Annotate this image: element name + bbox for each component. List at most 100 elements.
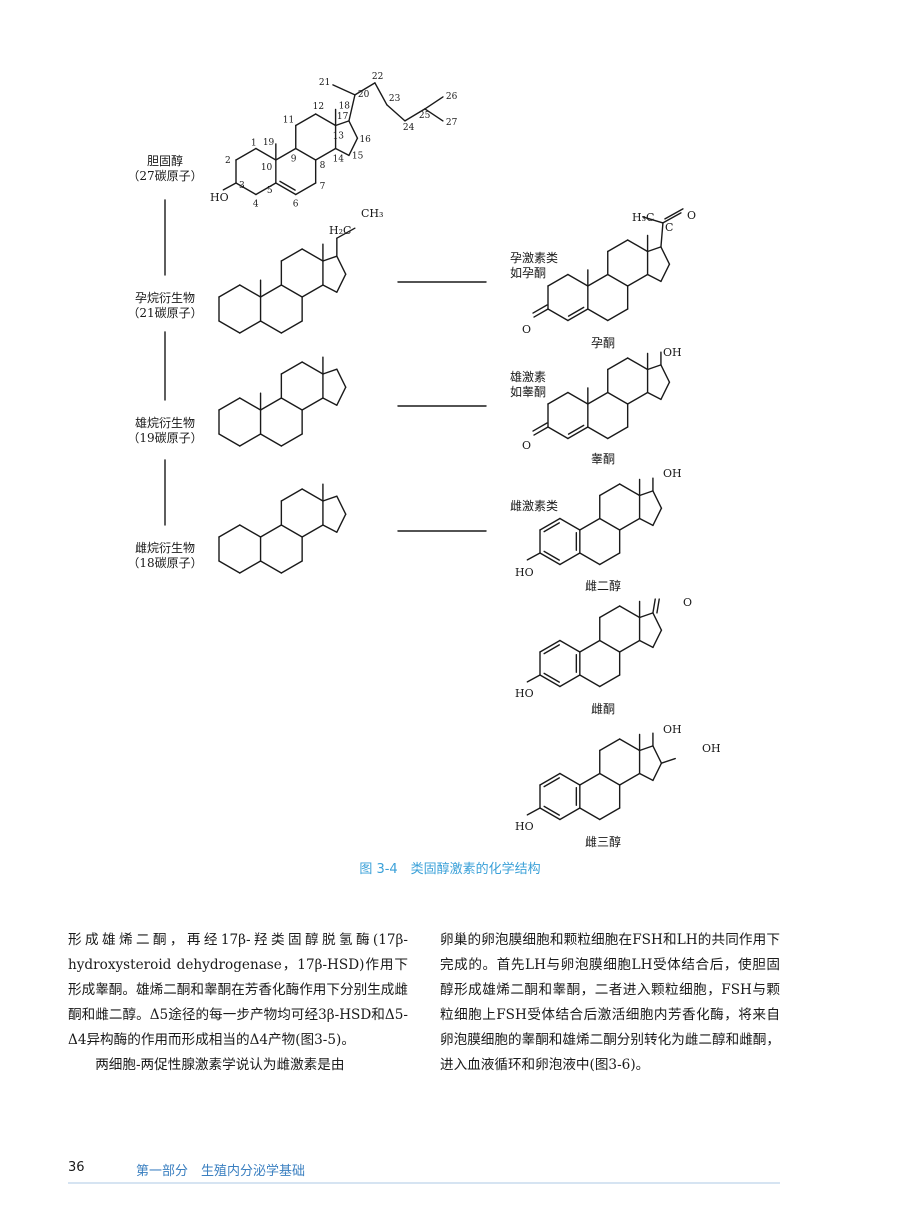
estradiol-oh: OH [663, 467, 682, 480]
section-title: 第一部分 生殖内分泌学基础 [136, 1164, 306, 1179]
paragraph: 卵巢的卵泡膜细胞和颗粒细胞在FSH和LH的共同作用下完成的。首先LH与卵泡膜细胞… [440, 932, 780, 1073]
carbon-number: 10 [261, 163, 273, 173]
ring-bond [618, 605, 641, 619]
ring-bond [539, 552, 561, 566]
ring-bond [579, 674, 601, 688]
cholesterol-carbons: （27碳原子） [127, 169, 202, 183]
ring-bond [646, 246, 662, 253]
testosterone-o: O [522, 439, 531, 452]
aromatic-bond [543, 672, 560, 683]
estrane-label: 雌烷衍生物 [135, 540, 195, 555]
ring-bond [334, 120, 350, 127]
progesterone-name: 孕酮 [591, 336, 615, 350]
ring-bond [280, 320, 303, 334]
ring-bond [618, 738, 641, 752]
side-chain-bond [332, 84, 356, 96]
ring-bond [301, 524, 324, 538]
ring-bond [607, 357, 629, 371]
ring-bond [607, 273, 629, 287]
testosterone-name: 睾酮 [591, 451, 615, 466]
ring-bond [280, 433, 303, 447]
hydroxyl-bond [660, 757, 676, 764]
ring-bond [239, 524, 262, 538]
carbon-number: 8 [320, 161, 326, 171]
estriol-ho: HO [515, 820, 534, 833]
ring-bond [280, 488, 303, 502]
side-chain-bond [424, 108, 444, 122]
carbon-number: 27 [446, 118, 458, 128]
ring-bond [638, 612, 654, 619]
ring-bond [239, 320, 262, 334]
carbon-number: 21 [319, 78, 330, 88]
ring-bond [559, 674, 581, 688]
estrone-name: 雌酮 [591, 701, 615, 716]
ring-bond [336, 273, 347, 293]
ring-bond [239, 397, 262, 411]
ring-bond [626, 391, 649, 405]
side-chain-bond [642, 216, 664, 224]
ring-bond [587, 391, 609, 405]
ring-bond [660, 364, 671, 383]
ring-bond [539, 807, 561, 821]
ring-bond [579, 639, 601, 653]
ring-bond [599, 605, 621, 619]
ring-bond [652, 612, 663, 631]
ring-bond [280, 248, 303, 262]
ring-bond [295, 113, 317, 127]
ring-bond [587, 308, 609, 322]
ring-bond [280, 284, 303, 298]
ring-bond [599, 639, 621, 653]
ring-bond [652, 507, 663, 527]
carbon-number: 20 [358, 90, 370, 100]
ring-bond [301, 397, 324, 411]
ring-bond [259, 433, 283, 447]
ring-bond [567, 426, 589, 440]
ring-bond [280, 361, 303, 375]
ring-bond [579, 772, 601, 786]
ring-bond [607, 239, 629, 253]
hydroxyl-bond [526, 807, 541, 816]
carbon-number: 26 [446, 92, 458, 102]
side-chain-bond [424, 96, 444, 110]
carbon-number: 25 [419, 111, 431, 121]
ring-bond [348, 137, 359, 157]
ring-bond [322, 524, 338, 533]
page-footer: 36 第一部分 生殖内分泌学基础 [68, 1160, 780, 1184]
carbonyl-bond [662, 212, 682, 224]
c5-c6-double-bond [279, 180, 296, 191]
ring-bond [618, 517, 641, 531]
estradiol-ho: HO [515, 566, 534, 579]
carbonyl-bond [656, 598, 660, 614]
progestin-class-label: 孕激素类 [510, 251, 558, 265]
cholesterol-name: 胆固醇 [147, 153, 183, 168]
ring-bond [255, 147, 277, 161]
carbon-number: 17 [337, 112, 349, 122]
ring-bond [336, 513, 347, 533]
ring-bond [559, 552, 581, 566]
progesterone-o-side: O [687, 209, 696, 222]
carbon-number: 7 [320, 182, 326, 192]
aromatic-bond [543, 550, 560, 561]
carbon-number: 12 [313, 102, 324, 112]
ring-bond [336, 368, 347, 388]
ring-bond [218, 524, 241, 538]
ring-bond [660, 246, 671, 265]
ring-bond [559, 517, 581, 531]
estriol-oh-17: OH [663, 723, 682, 736]
ring-bond [275, 147, 297, 161]
carbonyl-bond [533, 308, 549, 318]
androgen-class-label: 雄激素 [510, 369, 546, 384]
c4-c5-double-bond [567, 424, 585, 435]
ring-bond [638, 639, 654, 649]
ring-bond [579, 552, 601, 566]
ring-bond [539, 639, 561, 653]
ring-bond [314, 113, 337, 127]
progesterone-c: C [665, 221, 673, 234]
estradiol-name: 雌二醇 [585, 578, 621, 593]
ring-bond [599, 807, 621, 821]
ring-bond [259, 284, 283, 298]
cholesterol-ho: HO [210, 191, 229, 204]
ring-bond [235, 147, 257, 161]
ring-bond [235, 182, 257, 196]
ring-bond [259, 524, 283, 538]
